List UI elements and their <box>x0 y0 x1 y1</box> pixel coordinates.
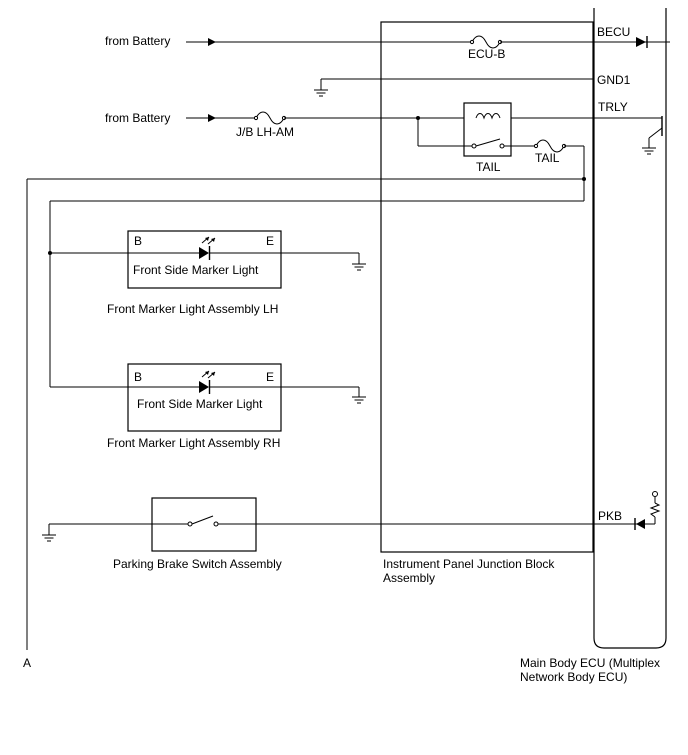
relay-tail-label: TAIL <box>476 160 501 174</box>
front-marker-light-rh-box <box>127 363 282 432</box>
marker-rh-inner-label: Front Side Marker Light <box>137 397 263 411</box>
parking-brake-switch-label: Parking Brake Switch Assembly <box>113 557 282 571</box>
main-ecu-label-1: Main Body ECU (Multiplex <box>520 656 660 670</box>
terminal-trly: TRLY <box>598 100 628 114</box>
led-lh-icon <box>199 247 209 259</box>
fuse-jb-lh-am-label: J/B LH-AM <box>236 125 294 139</box>
fuse-tail-label: TAIL <box>535 151 560 165</box>
relay-switch-icon <box>475 138 501 147</box>
fuse-jb-lh-am-icon <box>255 111 285 125</box>
source-battery-mid: from Battery <box>105 111 170 125</box>
junction-block-box <box>380 21 594 553</box>
led-rh-icon <box>199 381 209 393</box>
junction-block-label-2: Assembly <box>383 571 435 585</box>
ground-icon <box>313 89 329 97</box>
ground-icon <box>41 534 57 542</box>
ground-icon <box>641 147 657 155</box>
marker-rh-terminal-b: B <box>134 370 142 384</box>
marker-lh-terminal-e: E <box>266 234 274 248</box>
connector-a: A <box>23 656 31 670</box>
main-ecu-label-2: Network Body ECU) <box>520 670 627 684</box>
fuse-tail-icon <box>535 139 565 153</box>
relay-tail-box <box>463 102 512 157</box>
arrow-icon <box>208 38 216 46</box>
fuse-ecu-b-label: ECU-B <box>468 47 505 61</box>
main-body-ecu-box <box>593 8 667 649</box>
relay-coil-icon <box>475 113 501 120</box>
terminal-gnd1: GND1 <box>597 73 631 87</box>
parking-brake-switch-icon <box>191 515 214 525</box>
ground-icon <box>351 263 367 271</box>
marker-rh-assembly-label: Front Marker Light Assembly RH <box>107 436 280 450</box>
power-source-icon <box>652 491 658 497</box>
junction-block-label-1: Instrument Panel Junction Block <box>383 557 555 571</box>
marker-lh-assembly-label: Front Marker Light Assembly LH <box>107 302 278 316</box>
terminal-becu: BECU <box>597 25 630 39</box>
marker-rh-terminal-e: E <box>266 370 274 384</box>
diode-becu-icon <box>636 37 646 47</box>
terminal-pkb: PKB <box>598 509 622 523</box>
marker-lh-terminal-b: B <box>134 234 142 248</box>
ground-icon <box>351 396 367 404</box>
arrow-icon <box>208 114 216 122</box>
source-battery-top: from Battery <box>105 34 170 48</box>
front-marker-light-lh-box <box>127 230 282 289</box>
marker-lh-inner-label: Front Side Marker Light <box>133 263 259 277</box>
resistor-icon <box>649 502 661 518</box>
fuse-ecu-b-icon <box>471 35 501 49</box>
